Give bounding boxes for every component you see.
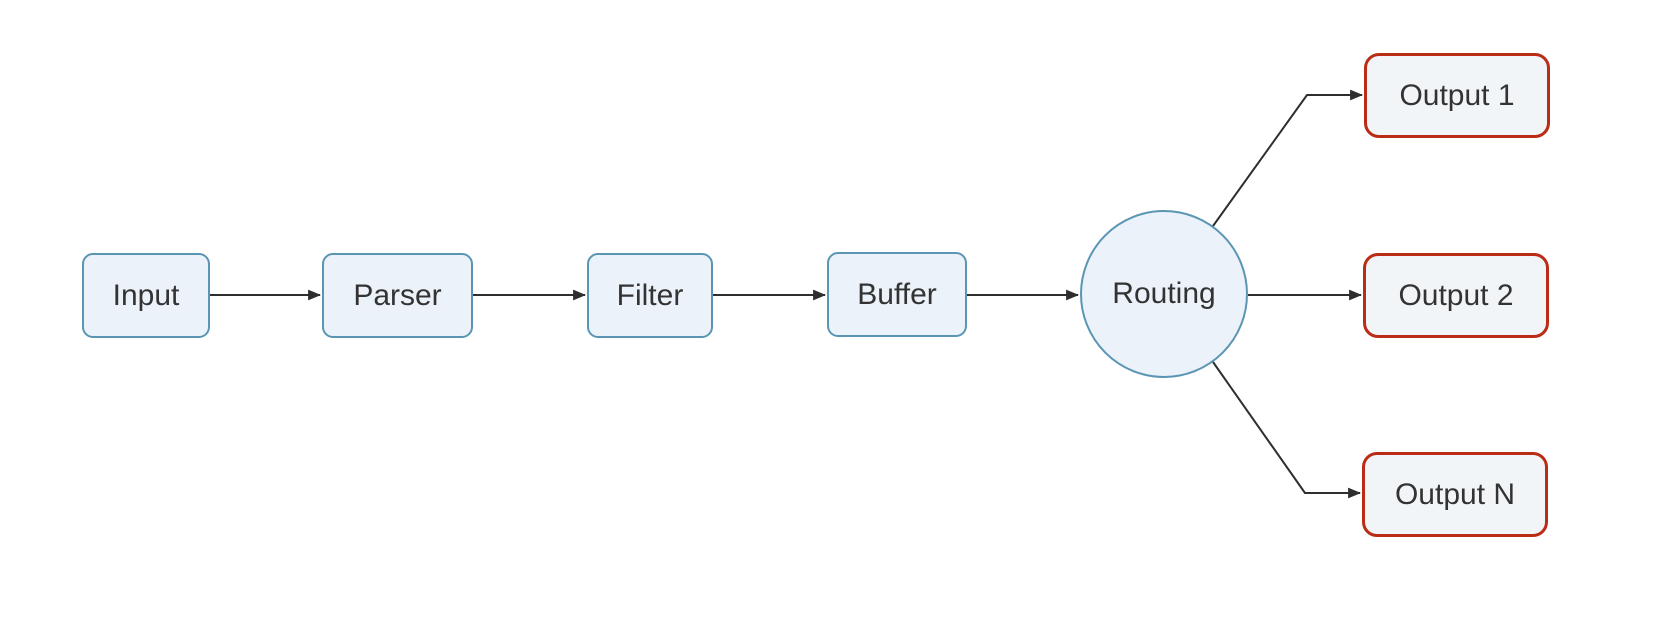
- node-routing-label: Routing: [1112, 277, 1216, 310]
- node-output-2-label: Output 2: [1398, 278, 1514, 312]
- node-parser-label: Parser: [353, 278, 442, 312]
- node-output-1: Output 1: [1364, 53, 1550, 138]
- node-output-n-label: Output N: [1394, 477, 1516, 511]
- node-filter-label: Filter: [616, 278, 684, 312]
- node-output-1-label: Output 1: [1399, 78, 1515, 112]
- node-output-n: Output N: [1362, 452, 1548, 537]
- node-buffer-label: Buffer: [857, 277, 937, 311]
- node-parser: Parser: [322, 253, 473, 338]
- edge-routing-outputN: [1212, 361, 1362, 499]
- node-output-2: Output 2: [1363, 253, 1549, 338]
- node-input: Input: [82, 253, 210, 338]
- node-input-label: Input: [112, 278, 180, 312]
- node-filter: Filter: [587, 253, 713, 338]
- edge-routing-output1: [1212, 89, 1364, 227]
- node-buffer: Buffer: [827, 252, 967, 337]
- node-routing: Routing: [1080, 210, 1248, 378]
